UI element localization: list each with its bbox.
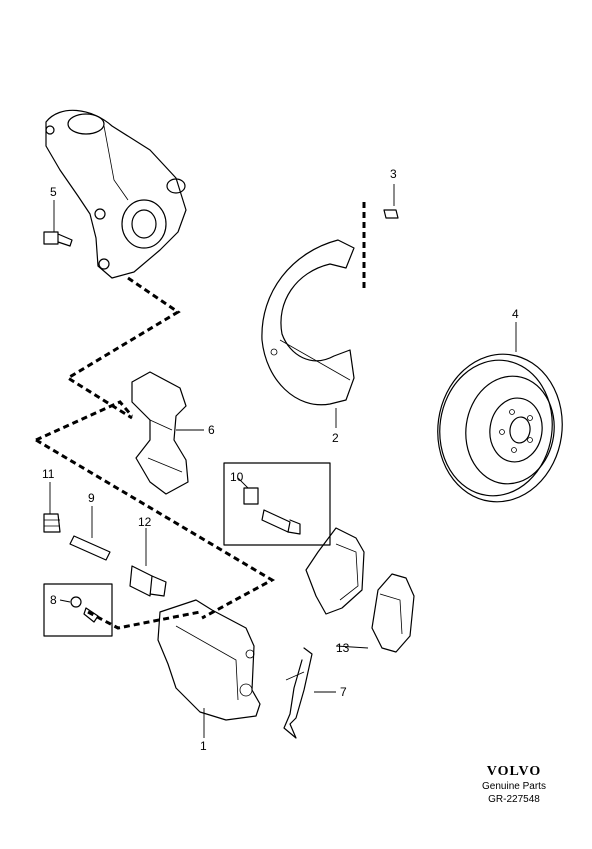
leader-lines	[49, 184, 517, 738]
bolt-splash-shield	[383, 209, 399, 219]
anti-rattle-spring	[283, 647, 313, 739]
assembly-guide-lines	[35, 202, 366, 630]
guide-bushing	[129, 565, 167, 597]
callout-12: 12	[138, 515, 152, 529]
callout-8: 8	[50, 593, 57, 607]
guide-pin-kit	[223, 462, 331, 546]
dust-cap	[43, 513, 61, 533]
callout-6: 6	[208, 423, 215, 437]
callout-9: 9	[88, 491, 95, 505]
bolt-knuckle	[43, 231, 73, 247]
brake-disc	[437, 353, 563, 503]
caliper-carrier	[131, 371, 189, 495]
callout-7: 7	[340, 685, 347, 699]
bleed-screw-kit	[43, 583, 113, 637]
callout-4: 4	[512, 307, 519, 321]
guide-pin	[69, 535, 111, 561]
splash-shield	[261, 239, 355, 406]
volvo-logo: VOLVO	[486, 764, 542, 779]
callout-3: 3	[390, 167, 397, 181]
callout-11: 11	[42, 467, 55, 481]
steering-knuckle	[45, 109, 187, 279]
callout-2: 2	[332, 431, 339, 445]
callout-labels: 3 5 4 2 6 11 10 9 12 8 13 7 1	[42, 167, 519, 753]
callout-10: 10	[230, 470, 244, 484]
brake-caliper	[157, 599, 261, 721]
brake-pad-outer	[371, 573, 415, 653]
callout-5: 5	[50, 185, 57, 199]
brand-block: VOLVO Genuine Parts GR-227548	[466, 764, 562, 806]
callout-1: 1	[200, 739, 207, 753]
brake-pad-inner	[305, 527, 365, 615]
callout-13: 13	[336, 641, 350, 655]
diagram-reference: GR-227548	[488, 794, 540, 805]
brand-subtitle: Genuine Parts	[482, 781, 546, 792]
